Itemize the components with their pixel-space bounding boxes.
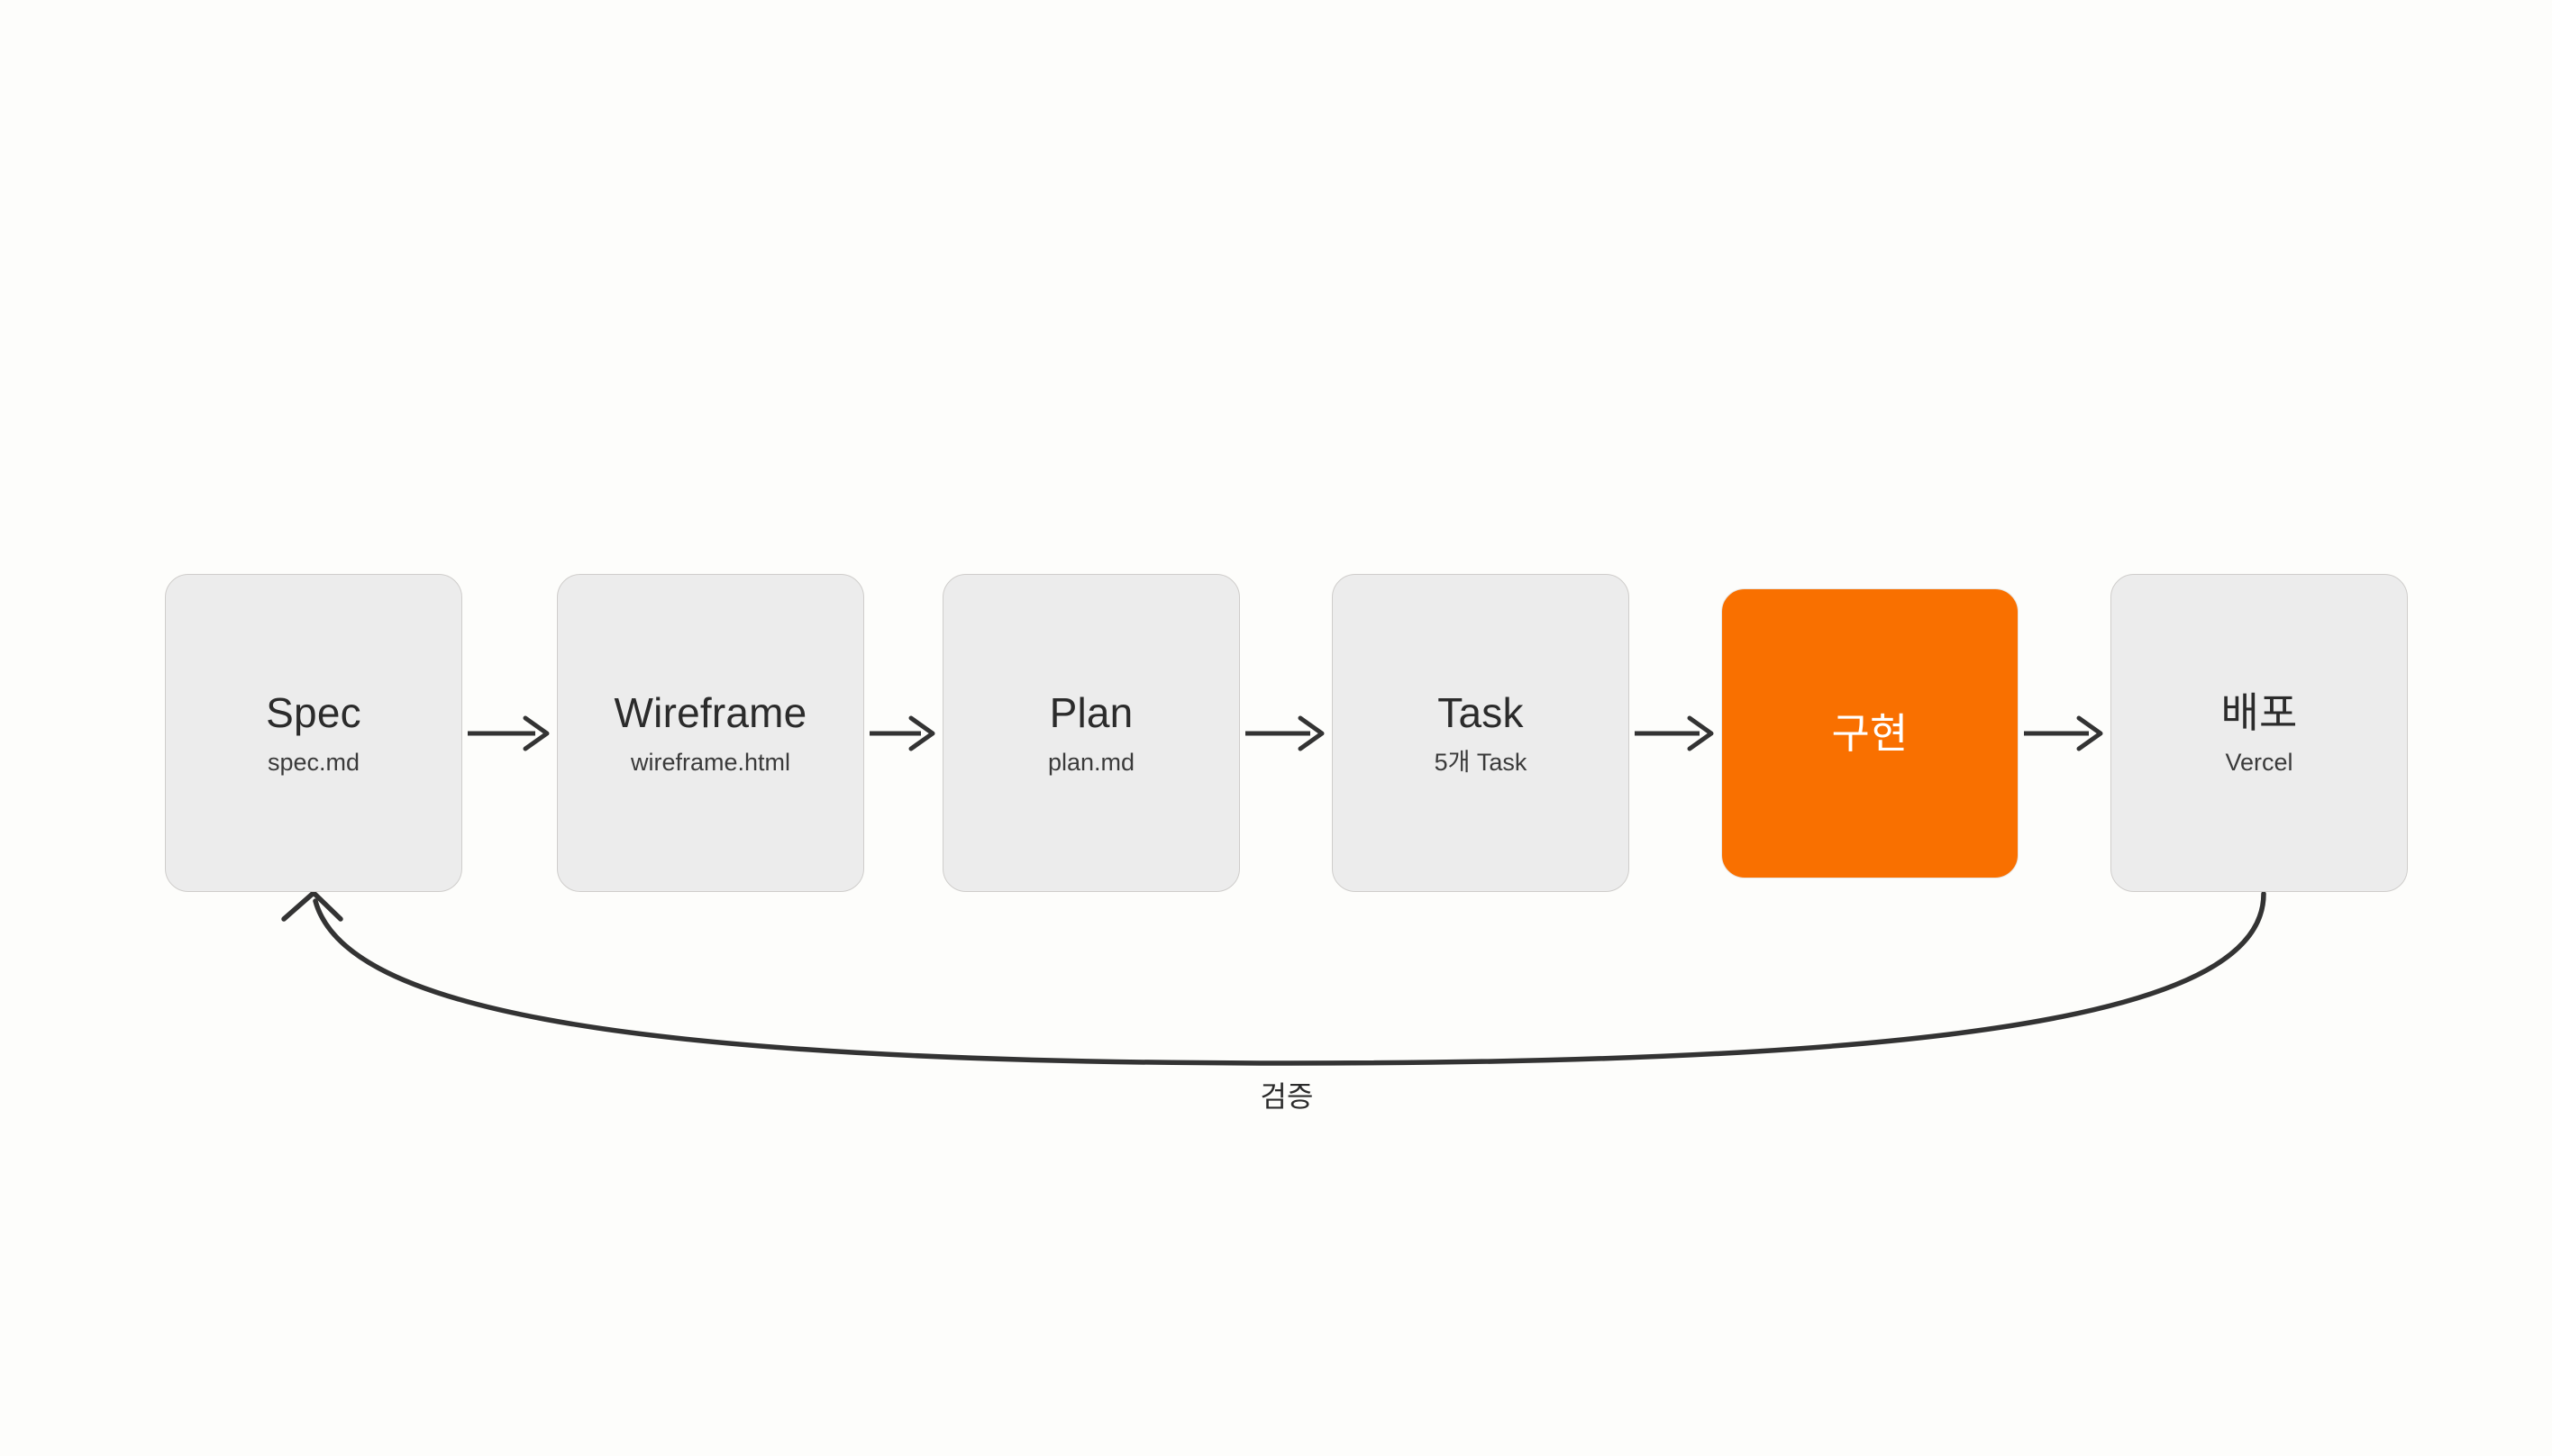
node-plan[interactable]: Plan plan.md <box>943 574 1240 892</box>
node-spec[interactable]: Spec spec.md <box>165 574 462 892</box>
node-wireframe-subtitle: wireframe.html <box>630 748 791 776</box>
node-implement-title: 구현 <box>1831 709 1909 757</box>
node-wireframe[interactable]: Wireframe wireframe.html <box>557 574 864 892</box>
node-task-title: Task <box>1437 688 1524 736</box>
node-task[interactable]: Task 5개 Task <box>1332 574 1629 892</box>
node-deploy[interactable]: 배포 Vercel <box>2110 574 2408 892</box>
node-plan-subtitle: plan.md <box>1047 748 1135 776</box>
node-implement[interactable]: 구현 <box>1721 588 2019 878</box>
node-task-subtitle: 5개 Task <box>1434 748 1527 776</box>
node-deploy-title: 배포 <box>2220 688 2298 736</box>
node-wireframe-title: Wireframe <box>614 688 807 736</box>
node-plan-title: Plan <box>1049 688 1134 736</box>
node-spec-title: Spec <box>266 688 361 736</box>
node-spec-subtitle: spec.md <box>267 748 360 776</box>
node-deploy-subtitle: Vercel <box>2225 748 2293 776</box>
feedback-loop-label: 검증 <box>1260 1080 1314 1113</box>
